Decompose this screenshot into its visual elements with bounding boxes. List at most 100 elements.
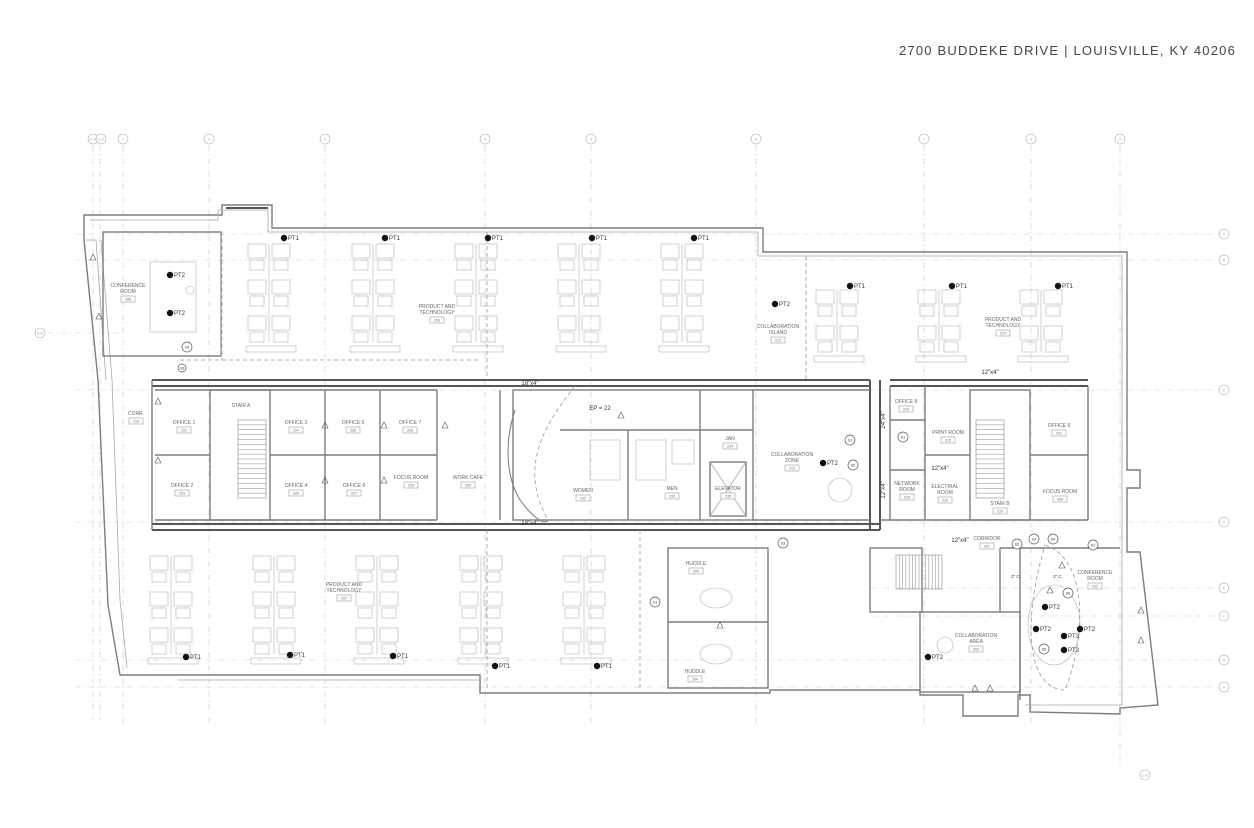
cable-route xyxy=(507,385,1081,691)
svg-text:PT2: PT2 xyxy=(1040,627,1052,633)
svg-text:224: 224 xyxy=(293,429,299,433)
grid-bubble-right: E xyxy=(1218,582,1230,594)
circuit-tag: 03 xyxy=(177,363,187,373)
power-marker: PT2 xyxy=(166,271,186,279)
svg-text:PRODUCT AND: PRODUCT AND xyxy=(419,304,456,310)
svg-text:203: 203 xyxy=(973,648,979,652)
svg-text:COLLABORATION: COLLABORATION xyxy=(955,633,998,639)
svg-text:JAN: JAN xyxy=(725,436,735,442)
svg-text:COLLABORATION: COLLABORATION xyxy=(757,324,800,330)
svg-text:208: 208 xyxy=(1057,498,1063,502)
svg-text:B: B xyxy=(1223,258,1226,263)
circuit-tag: 03 xyxy=(777,537,789,549)
grid-bubble-top: 9 xyxy=(1114,133,1126,145)
grid-bubble-top: 3 xyxy=(319,133,331,145)
svg-text:0.4: 0.4 xyxy=(90,137,96,142)
circuit-tag: 05 xyxy=(1038,643,1050,655)
svg-text:PT2: PT2 xyxy=(932,655,944,661)
svg-text:03: 03 xyxy=(180,366,185,371)
power-marker: PT2 xyxy=(1076,625,1096,633)
svg-text:03: 03 xyxy=(781,541,786,546)
svg-text:WOMEN: WOMEN xyxy=(573,488,593,494)
svg-text:233: 233 xyxy=(669,495,675,499)
svg-text:215: 215 xyxy=(945,439,951,443)
circuit-tag: 01 xyxy=(897,431,909,443)
dimension-label: 2" C. xyxy=(1011,574,1021,579)
svg-text:TECHNOLOGY: TECHNOLOGY xyxy=(326,588,362,594)
dimension-label: 18"x4" xyxy=(521,521,538,527)
svg-text:PT1: PT1 xyxy=(854,284,866,290)
svg-text:0.2: 0.2 xyxy=(98,137,104,142)
power-marker: PT1 xyxy=(690,234,710,242)
svg-text:CORR.: CORR. xyxy=(128,411,144,417)
grid-bubble-right: H xyxy=(1218,681,1230,693)
svg-text:OFFICE 3: OFFICE 3 xyxy=(285,420,308,426)
svg-text:ROOM: ROOM xyxy=(1087,576,1103,582)
svg-text:PT1: PT1 xyxy=(389,236,401,242)
dimension-labels: 18"x4" 12"x4" 12"x4" 12"x4" 18"x4" 24"x4… xyxy=(521,370,1063,579)
dimension-label: 18"x4" xyxy=(521,381,538,387)
svg-text:228: 228 xyxy=(407,429,413,433)
svg-text:PT1: PT1 xyxy=(956,284,968,290)
svg-text:PT1: PT1 xyxy=(596,236,608,242)
circuit-tag: 02 xyxy=(847,459,859,471)
svg-text:COLLABORATION: COLLABORATION xyxy=(771,452,814,458)
svg-text:ELEVATOR: ELEVATOR xyxy=(715,486,741,492)
circuit-tag: 01 xyxy=(1087,539,1099,551)
address-header: 2700 BUDDEKE DRIVE | LOUISVILLE, KY 4020… xyxy=(898,43,1236,58)
svg-text:E: E xyxy=(1223,586,1226,591)
svg-text:223: 223 xyxy=(179,492,185,496)
svg-text:F: F xyxy=(1223,614,1226,619)
svg-text:H: H xyxy=(1223,685,1226,690)
workstation-cluster xyxy=(353,555,405,665)
svg-text:229: 229 xyxy=(408,484,414,488)
svg-text:01: 01 xyxy=(901,435,906,440)
workstation-cluster xyxy=(245,243,297,353)
power-marker: PT1 xyxy=(1054,282,1074,290)
grid-bubble-top: 6 xyxy=(750,133,762,145)
room-label: OFFICE 3 224 xyxy=(285,420,308,434)
svg-text:PT2: PT2 xyxy=(174,311,186,317)
svg-text:PT1: PT1 xyxy=(288,236,300,242)
svg-text:5: 5 xyxy=(590,137,593,142)
svg-text:PRODUCT AND: PRODUCT AND xyxy=(985,317,1022,323)
power-marker: PT2 xyxy=(1041,603,1061,611)
workstation-cluster xyxy=(915,289,967,363)
grid-bubble-right: G xyxy=(1218,654,1230,666)
power-marker: PT3 xyxy=(1060,646,1080,654)
svg-text:206: 206 xyxy=(125,298,131,302)
svg-text:8: 8 xyxy=(1030,137,1033,142)
svg-text:227: 227 xyxy=(351,492,357,496)
svg-text:OFFICE 9: OFFICE 9 xyxy=(1048,423,1071,429)
data-outlets xyxy=(89,253,1145,692)
power-marker: PT1 xyxy=(182,653,202,661)
svg-text:CORRIDOR: CORRIDOR xyxy=(973,536,1001,542)
svg-text:ROOM: ROOM xyxy=(120,289,136,295)
svg-text:OFFICE 2: OFFICE 2 xyxy=(171,483,194,489)
grid-bubble-top: 8 xyxy=(1025,133,1037,145)
power-marker: PT1 xyxy=(846,282,866,290)
svg-text:04: 04 xyxy=(1051,537,1056,542)
svg-text:2: 2 xyxy=(208,137,211,142)
power-marker: PT3 xyxy=(1060,632,1080,640)
svg-text:D: D xyxy=(1223,520,1226,525)
svg-text:6: 6 xyxy=(755,137,758,142)
svg-text:230: 230 xyxy=(465,484,471,488)
svg-text:220: 220 xyxy=(942,499,948,503)
svg-text:AREA: AREA xyxy=(969,639,983,645)
svg-text:221: 221 xyxy=(1056,432,1062,436)
dimension-label: 12"x4" xyxy=(951,538,968,544)
svg-text:OFFICE 1: OFFICE 1 xyxy=(173,420,196,426)
circuit-tag: 06 xyxy=(1062,587,1074,599)
svg-text:PT1: PT1 xyxy=(492,236,504,242)
svg-text:PT1: PT1 xyxy=(294,653,306,659)
